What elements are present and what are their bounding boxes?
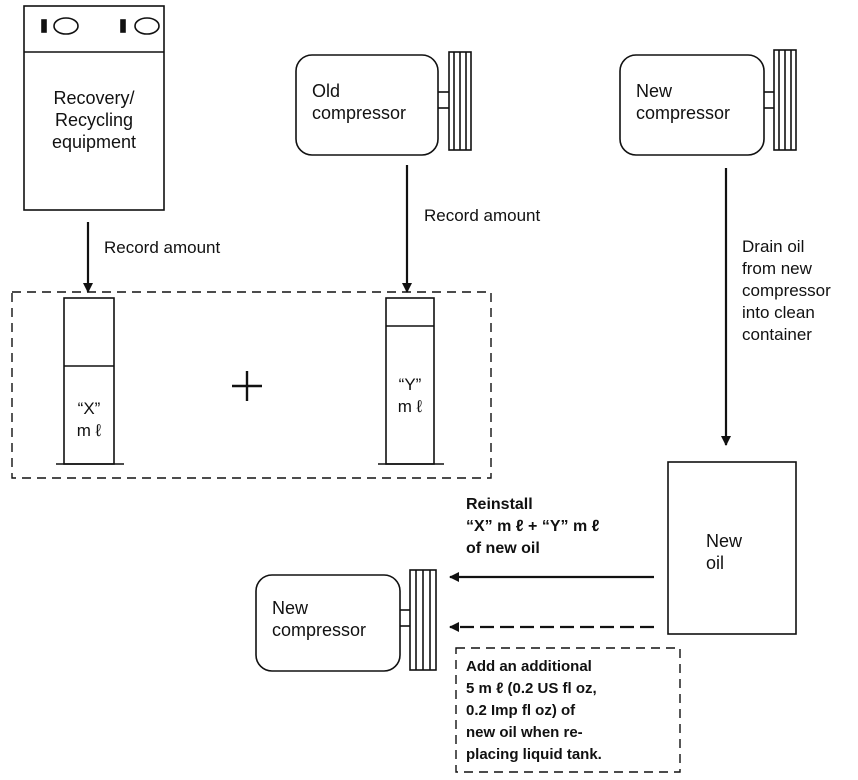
cylinder-x-label: “X” m ℓ [76,399,102,440]
new-oil-container [667,461,797,635]
new-compressor-top-shape [619,49,797,156]
old-compressor-shape [295,51,472,156]
additional-note-box [455,647,681,773]
cylinder-y [378,297,444,465]
recovery-equipment-label: Recovery/ Recycling equipment [51,88,137,152]
plus-sign [232,371,262,401]
reinstall-label: Reinstall “X” m ℓ + “Y” m ℓ of new oil [466,496,600,557]
cylinder-x [56,297,124,465]
additional-note-label: Add an additional 5 m ℓ (0.2 US fl oz, 0… [466,658,602,763]
new-compressor-bottom-shape [255,569,437,672]
new-compressor-bottom-label: New compressor [272,598,367,640]
record-amount-left-label: Record amount [104,238,221,257]
recovery-equipment-machine [23,5,165,211]
old-compressor-label: Old compressor [312,81,407,123]
measured-oil-frame [11,291,492,479]
new-compressor-top-label: New compressor [636,81,731,123]
drain-oil-label: Drain oil from new compressor into clean… [742,237,831,344]
cylinder-y-label: “Y” m ℓ [397,375,423,416]
new-oil-label: New oil [706,531,743,573]
record-amount-right-label: Record amount [424,206,541,225]
